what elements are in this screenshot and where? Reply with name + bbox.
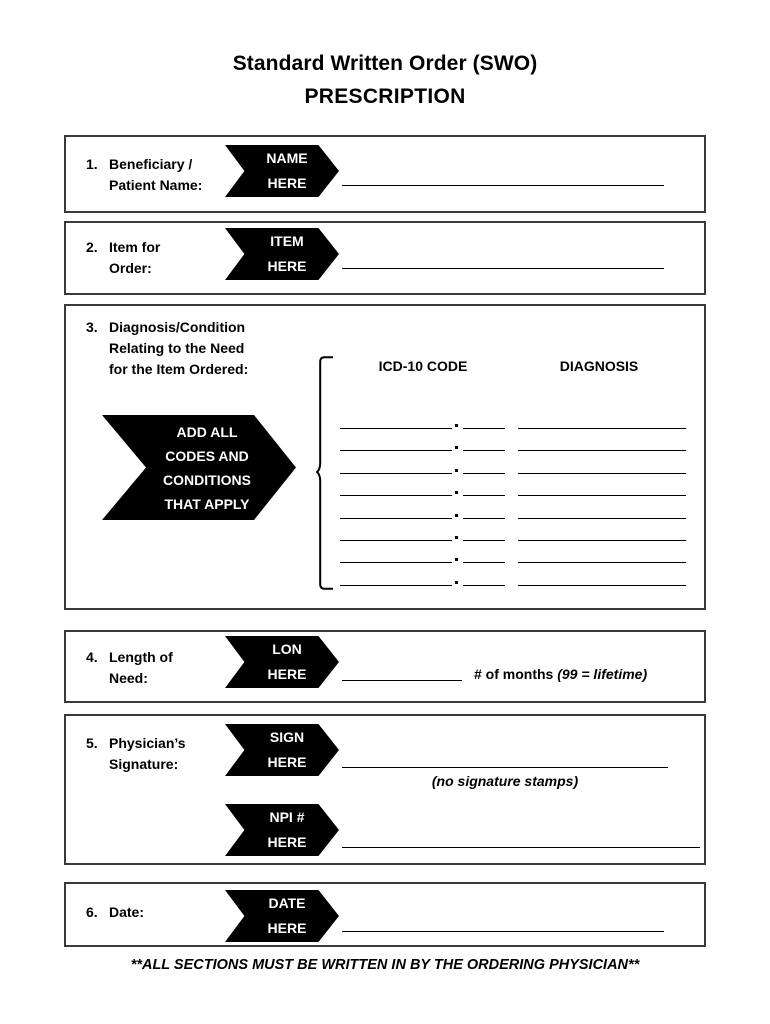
section-2-number: 2.	[86, 239, 98, 255]
tag-lon-here: LON HERE	[225, 636, 339, 688]
section-5-physician-signature: 5. Physician’s Signature: SIGN HERE (no …	[64, 714, 706, 865]
section-6-date: 6. Date: DATE HERE	[64, 882, 706, 947]
diagnosis-text-line[interactable]	[518, 562, 686, 563]
section-3-label: Diagnosis/Condition Relating to the Need…	[109, 319, 249, 377]
diagnosis-text-line[interactable]	[518, 450, 686, 451]
icd10-code-suffix-line[interactable]	[463, 495, 505, 496]
icd10-code-prefix-line[interactable]	[340, 450, 452, 451]
tag-sign-here: SIGN HERE	[225, 724, 339, 776]
item-for-order-input-line[interactable]	[342, 268, 664, 269]
tag-date-here: DATE HERE	[225, 890, 339, 942]
section-6-label: Date:	[109, 904, 145, 920]
tag-lon-here-line1: LON	[272, 641, 302, 657]
tag-sign-here-line2: HERE	[267, 754, 307, 770]
icd10-code-prefix-line[interactable]	[340, 518, 452, 519]
icd10-code-prefix-line[interactable]	[340, 473, 452, 474]
length-of-need-input-line[interactable]	[342, 680, 462, 681]
footer-note: **ALL SECTIONS MUST BE WRITTEN IN BY THE…	[130, 957, 640, 973]
tag-add-all-line2: CODES AND	[165, 447, 249, 464]
icd10-code-prefix-line[interactable]	[340, 495, 452, 496]
section-4-number: 4.	[86, 649, 98, 665]
icd10-decimal-dot	[455, 514, 458, 517]
diagnosis-text-line[interactable]	[518, 428, 686, 429]
tag-npi-here-line1: NPI #	[269, 809, 305, 825]
grouping-brace	[316, 356, 333, 590]
icd10-decimal-dot	[455, 536, 458, 539]
date-input-line[interactable]	[342, 931, 664, 932]
icd10-code-suffix-line[interactable]	[463, 585, 505, 586]
tag-item-here-line1: ITEM	[270, 233, 304, 249]
tag-add-all-line3: CONDITIONS	[163, 471, 251, 488]
physician-signature-input-line[interactable]	[342, 767, 668, 768]
tag-date-here-line2: HERE	[267, 920, 307, 936]
section-5-label: Physician’s Signature:	[109, 735, 186, 772]
tag-add-all-codes-and-conditions-that-apply: ADD ALL CODES AND CONDITIONS THAT APPLY	[102, 415, 296, 520]
tag-npi-here: NPI # HERE	[225, 804, 339, 856]
icd10-decimal-dot	[455, 581, 458, 584]
unit-months-text: # of months	[474, 666, 554, 682]
icd10-code-prefix-line[interactable]	[340, 428, 452, 429]
section-3-diagnosis-condition: 3. Diagnosis/Condition Relating to the N…	[64, 304, 706, 610]
diagnosis-text-line[interactable]	[518, 540, 686, 541]
section-3-number: 3.	[86, 319, 98, 335]
tag-item-here-line2: HERE	[267, 258, 307, 274]
column-header-icd10-code: ICD-10 CODE	[378, 358, 468, 374]
npi-number-input-line[interactable]	[342, 847, 700, 848]
icd10-decimal-dot	[455, 469, 458, 472]
section-2-item-for-order: 2. Item for Order: ITEM HERE	[64, 221, 706, 295]
icd10-code-suffix-line[interactable]	[463, 473, 505, 474]
icd10-code-suffix-line[interactable]	[463, 450, 505, 451]
unit-lifetime-note: (99 = lifetime)	[557, 666, 648, 682]
tag-name-here-line1: NAME	[266, 150, 308, 166]
icd10-code-suffix-line[interactable]	[463, 518, 505, 519]
section-2-label: Item for Order:	[109, 239, 161, 276]
tag-name-here: NAME HERE	[225, 145, 339, 197]
section-1-label: Beneficiary / Patient Name:	[109, 156, 203, 193]
icd10-decimal-dot	[455, 558, 458, 561]
icd10-code-prefix-line[interactable]	[340, 585, 452, 586]
diagnosis-text-line[interactable]	[518, 473, 686, 474]
length-of-need-unit-label: # of months (99 = lifetime)	[474, 666, 647, 682]
diagnosis-text-line[interactable]	[518, 495, 686, 496]
tag-lon-here-line2: HERE	[267, 666, 307, 682]
tag-add-all-line4: THAT APPLY	[164, 495, 250, 512]
icd10-decimal-dot	[455, 491, 458, 494]
icd10-code-prefix-line[interactable]	[340, 562, 452, 563]
diagnosis-text-line[interactable]	[518, 518, 686, 519]
column-header-diagnosis: DIAGNOSIS	[559, 358, 639, 374]
page-title: Standard Written Order (SWO)	[232, 52, 538, 75]
section-1-beneficiary-name: 1. Beneficiary / Patient Name: NAME HERE	[64, 135, 706, 213]
tag-item-here: ITEM HERE	[225, 228, 339, 280]
tag-sign-here-line1: SIGN	[269, 729, 305, 745]
no-signature-stamps-caption: (no signature stamps)	[431, 773, 579, 789]
icd10-decimal-dot	[455, 424, 458, 427]
tag-date-here-line1: DATE	[268, 895, 306, 911]
section-4-length-of-need: 4. Length of Need: LON HERE # of months …	[64, 630, 706, 703]
section-6-number: 6.	[86, 904, 98, 920]
tag-npi-here-line2: HERE	[267, 834, 307, 850]
icd10-decimal-dot	[455, 446, 458, 449]
tag-name-here-line2: HERE	[267, 175, 307, 191]
icd10-code-prefix-line[interactable]	[340, 540, 452, 541]
icd10-code-suffix-line[interactable]	[463, 428, 505, 429]
section-4-label: Length of Need:	[109, 649, 173, 686]
beneficiary-name-input-line[interactable]	[342, 185, 664, 186]
section-1-number: 1.	[86, 156, 98, 172]
diagnosis-text-line[interactable]	[518, 585, 686, 586]
icd10-code-suffix-line[interactable]	[463, 540, 505, 541]
icd10-code-suffix-line[interactable]	[463, 562, 505, 563]
tag-add-all-line1: ADD ALL	[176, 423, 238, 440]
section-5-number: 5.	[86, 735, 98, 751]
page-subtitle: PRESCRIPTION	[304, 85, 466, 108]
